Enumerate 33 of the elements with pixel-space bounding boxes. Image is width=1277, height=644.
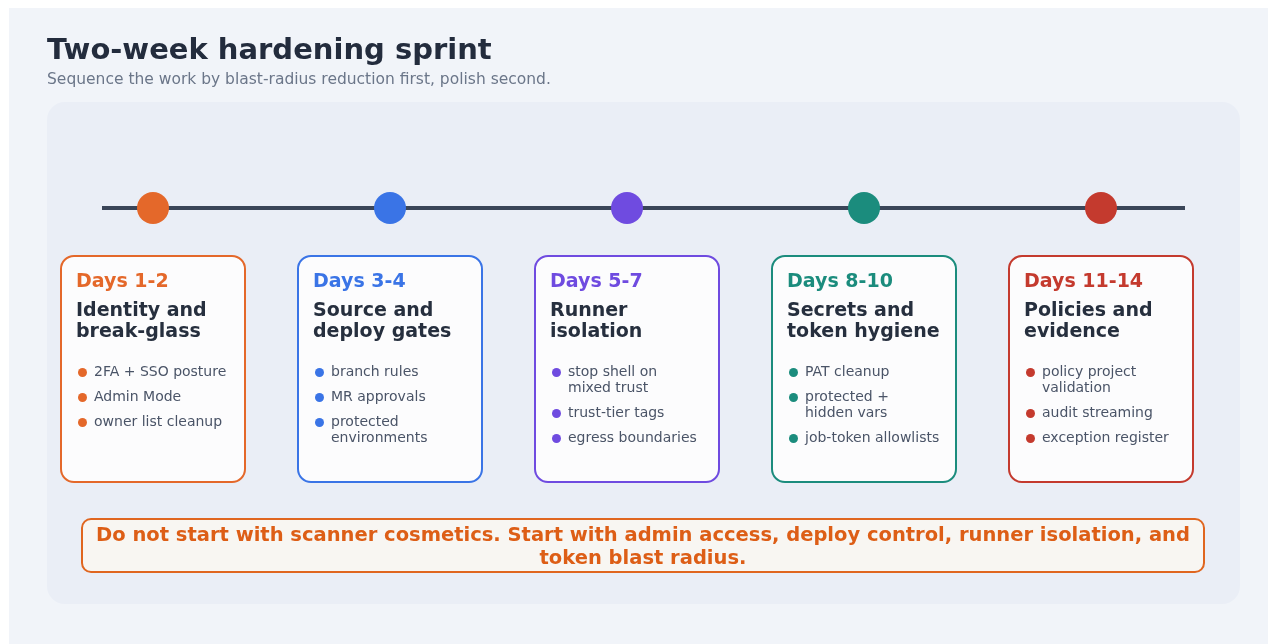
phase-days: Days 8-10 bbox=[787, 269, 941, 291]
list-item-text: Admin Mode bbox=[94, 388, 182, 404]
phase-days: Days 3-4 bbox=[313, 269, 467, 291]
list-item-text: 2FA + SSO posture bbox=[94, 363, 227, 379]
list-item-text: protected + hidden vars bbox=[805, 388, 890, 420]
list-item-text: PAT cleanup bbox=[805, 363, 890, 379]
list-item-text: policy project validation bbox=[1042, 363, 1138, 395]
subtitle: Sequence the work by blast-radius reduction first, polish second. bbox=[47, 70, 551, 88]
phase-heading: Runner isolation bbox=[550, 299, 644, 343]
list-item-text: exception register bbox=[1042, 429, 1169, 445]
list-item-text: audit streaming bbox=[1042, 404, 1153, 420]
phase-card bbox=[534, 255, 720, 483]
phase-days: Days 11-14 bbox=[1024, 269, 1178, 291]
list-item-text: protected environments bbox=[331, 413, 429, 445]
callout-note: Do not start with scanner cosmetics. Start with admin access, deploy control, runner isolation, and token blast radius. bbox=[81, 518, 1205, 573]
phase-heading: Source and deploy gates bbox=[313, 299, 453, 343]
list-item-text: trust-tier tags bbox=[568, 404, 665, 420]
list-item-text: job-token allowlists bbox=[805, 429, 940, 445]
phase-heading: Secrets and token hygiene bbox=[787, 299, 941, 343]
list-item-text: branch rules bbox=[331, 363, 419, 379]
phase-card bbox=[771, 255, 957, 483]
phase-heading: Policies and evidence bbox=[1024, 299, 1154, 343]
phase-card bbox=[297, 255, 483, 483]
phase-days: Days 5-7 bbox=[550, 269, 704, 291]
phase-heading: Identity and break-glass bbox=[76, 299, 208, 343]
list-item-text: stop shell on mixed trust bbox=[568, 363, 659, 395]
list-item-text: MR approvals bbox=[331, 388, 426, 404]
phase-days: Days 1-2 bbox=[76, 269, 230, 291]
list-item-text: owner list cleanup bbox=[94, 413, 223, 429]
phase-card bbox=[60, 255, 246, 483]
list-item-text: egress boundaries bbox=[568, 429, 697, 445]
phase-card bbox=[1008, 255, 1194, 483]
page-title: Two-week hardening sprint bbox=[47, 32, 492, 66]
